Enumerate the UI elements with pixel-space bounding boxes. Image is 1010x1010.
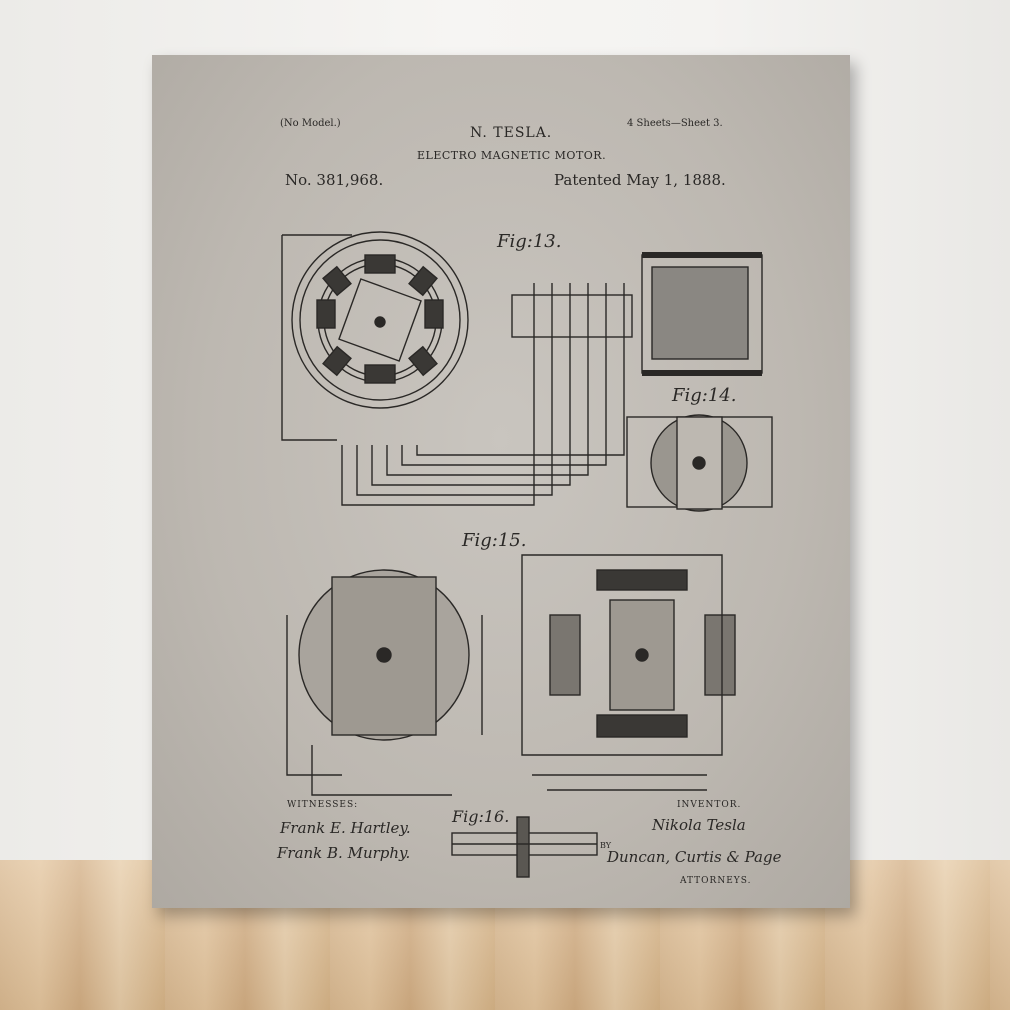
attorney-signature: Duncan, Curtis & Page [607,848,782,866]
witness-signature-2: Frank B. Murphy. [277,844,411,862]
inventor-name: N. TESLA. [470,125,553,141]
witnesses-label: WITNESSES: [287,800,359,810]
fig15-motor [286,569,483,796]
inventor-signature: Nikola Tesla [652,816,746,834]
patent-number: No. 381,968. [285,171,384,189]
fig13-ring-motor [281,231,469,441]
patent-date: Patented May 1, 1888. [554,171,726,189]
fig15-label: Fig:15. [462,530,527,551]
sheets-label: 4 Sheets—Sheet 3. [627,118,723,129]
patent-drawing [281,231,773,878]
witness-signature-1: Frank E. Hartley. [280,819,411,837]
fig14-label: Fig:14. [672,385,737,406]
fig15-generator [521,554,736,791]
fig13-generator [511,252,763,376]
inventor-label: INVENTOR. [677,800,742,810]
attorneys-label: ATTORNEYS. [680,876,752,886]
no-model-label: (No Model.) [280,118,341,129]
patent-canvas-print: (No Model.) 4 Sheets—Sheet 3. N. TESLA. … [152,55,850,908]
fig13-label: Fig:13. [497,231,562,252]
fig14-cross-section [626,414,773,512]
patent-title: ELECTRO MAGNETIC MOTOR. [417,149,607,162]
fig16-label: Fig:16. [452,807,510,826]
fig13-wiring [341,355,625,506]
by-label: BY [600,841,612,850]
fig16-section [451,816,598,878]
